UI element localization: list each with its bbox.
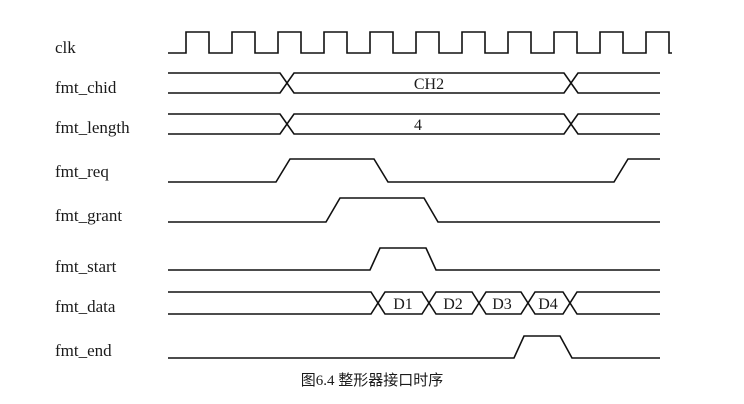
value-fmt-length: 4 [414, 117, 422, 134]
data-segment-d2: D2 [443, 296, 463, 313]
waveform-fmt-end [168, 335, 660, 359]
value-fmt-chid: CH2 [414, 76, 444, 93]
waveform-fmt-data: D1 D2 D3 D4 [168, 291, 660, 315]
label-fmt-end: fmt_end [55, 341, 112, 360]
data-segment-d3: D3 [492, 296, 512, 313]
label-fmt-start: fmt_start [55, 257, 117, 276]
waveform-fmt-req [168, 158, 660, 183]
waveform-fmt-length: 4 [168, 113, 660, 135]
label-fmt-length: fmt_length [55, 118, 130, 137]
label-fmt-grant: fmt_grant [55, 206, 122, 225]
label-clk: clk [55, 38, 76, 57]
figure-caption: 图6.4 整形器接口时序 [301, 372, 444, 389]
waveform-clk [168, 31, 672, 54]
label-fmt-data: fmt_data [55, 297, 116, 316]
label-fmt-req: fmt_req [55, 162, 109, 181]
signal-labels: clk fmt_chid fmt_length fmt_req fmt_gran… [55, 38, 130, 360]
waveform-fmt-start [168, 247, 660, 271]
waveform-fmt-chid: CH2 [168, 72, 660, 94]
label-fmt-chid: fmt_chid [55, 78, 117, 97]
data-segment-d1: D1 [393, 296, 413, 313]
waveform-fmt-grant [168, 197, 660, 223]
data-segment-d4: D4 [538, 296, 558, 313]
